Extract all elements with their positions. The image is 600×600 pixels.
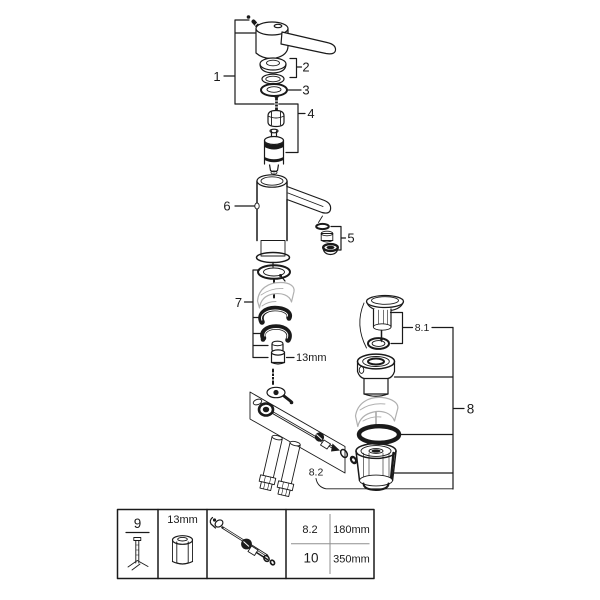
drain-o-ring xyxy=(356,424,454,446)
o-ring-2 xyxy=(261,73,285,85)
callout-8-bracket: 8 xyxy=(452,326,475,490)
callout-8-1-bracket: 8.1 xyxy=(389,311,454,345)
parts-table: 9 13mm xyxy=(116,508,375,580)
clamp-half-2 xyxy=(260,324,292,343)
cartridge-screw xyxy=(274,95,279,112)
callout-4: 4 xyxy=(307,106,314,121)
flex-hose-2 xyxy=(276,440,301,497)
callout-8: 8 xyxy=(467,402,475,417)
callout-3: 3 xyxy=(302,83,309,98)
handle-cap-ring xyxy=(259,57,287,74)
popup-rod-assembly: 8.2 xyxy=(249,368,454,490)
lever-handle xyxy=(255,21,337,63)
flex-hose-1 xyxy=(258,434,283,491)
callout-4-bracket: 4 xyxy=(234,103,315,154)
mounting-sleeve-13mm: 13mm xyxy=(270,349,327,365)
callout-1: 1 xyxy=(213,69,220,84)
wrench-size-label: 13mm xyxy=(296,352,327,364)
wedge-gasket-8 xyxy=(354,396,399,428)
nut-size-label: 13mm xyxy=(167,514,198,526)
tool-ref-label: 9 xyxy=(134,516,142,531)
table-cell-tool: 9 xyxy=(125,516,150,571)
drain-flange xyxy=(356,353,454,428)
popup-plug xyxy=(359,294,405,349)
drain-body xyxy=(355,442,454,492)
callout-2: 2 xyxy=(302,60,309,75)
table-cell-specs: 8.2 180mm 10 350mm xyxy=(291,514,370,574)
cartridge-nut xyxy=(267,109,285,128)
callout-6: 6 xyxy=(223,199,230,214)
spec-row2-length: 350mm xyxy=(333,554,370,566)
aerator-assembly: 5 xyxy=(315,215,355,256)
clamp-half-1 xyxy=(258,305,293,325)
callout-5: 5 xyxy=(347,231,354,246)
callout-8-2: 8.2 xyxy=(309,467,324,479)
cartridge xyxy=(263,128,285,178)
callout-1-bracket: 1 xyxy=(213,19,257,105)
callout-8-1: 8.1 xyxy=(415,322,430,334)
spec-row1-ref: 8.2 xyxy=(302,524,317,536)
table-cell-rod-graphic xyxy=(209,516,276,566)
callout-2-bracket: 2 xyxy=(289,57,310,79)
spec-row2-ref: 10 xyxy=(303,551,318,566)
table-cell-nut: 13mm xyxy=(167,514,198,565)
callout-7: 7 xyxy=(235,295,242,310)
knurled-ring-3: 3 xyxy=(260,83,310,98)
faucet-body: 6 xyxy=(223,174,332,257)
plug-o-ring xyxy=(367,337,390,350)
callout-7-bracket: 7 xyxy=(235,269,269,359)
wedge-gasket-7 xyxy=(256,281,295,309)
spec-row1-length: 180mm xyxy=(333,524,370,536)
